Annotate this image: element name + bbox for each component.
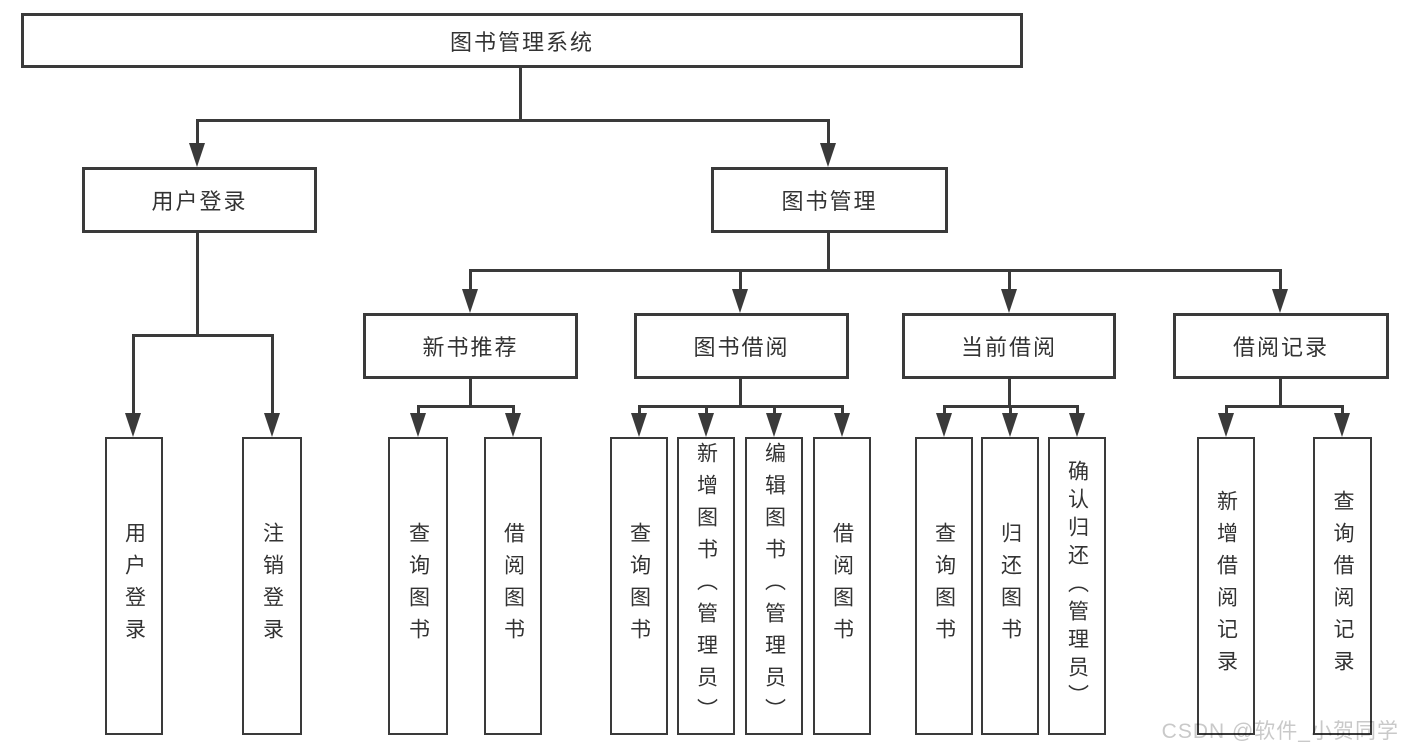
connector-current-drop-2 xyxy=(1009,405,1012,414)
node-leaf-query-borrow-record-label: 查询借阅记录 xyxy=(1331,490,1354,682)
arrow-down-icon xyxy=(1069,413,1085,437)
arrow-down-icon xyxy=(820,143,836,167)
node-leaf-user-login: 用户登录 xyxy=(105,437,163,735)
arrow-down-icon xyxy=(1001,289,1017,313)
node-leaf-query-books-current-label: 查询图书 xyxy=(932,522,956,650)
node-leaf-add-borrow-record: 新增借阅记录 xyxy=(1197,437,1255,735)
arrow-down-icon xyxy=(732,289,748,313)
connector-recommend-drop-1 xyxy=(417,405,420,414)
node-current-borrow-label: 当前借阅 xyxy=(960,335,1057,360)
connector-book-mgmt-drop-1 xyxy=(469,269,472,290)
arrow-down-icon xyxy=(631,413,647,437)
connector-user-login-drop-1 xyxy=(132,334,135,414)
node-leaf-query-borrow-record: 查询借阅记录 xyxy=(1313,437,1372,735)
arrow-down-icon xyxy=(189,143,205,167)
connector-borrow-drop-1 xyxy=(638,405,641,414)
connector-user-login-bar xyxy=(132,334,274,337)
arrow-down-icon xyxy=(505,413,521,437)
connector-borrow-bar xyxy=(638,405,843,408)
connector-book-mgmt-drop-2 xyxy=(739,269,742,290)
connector-recommend-stem xyxy=(469,379,472,408)
arrow-down-icon xyxy=(1002,413,1018,437)
node-leaf-confirm-return-admin: 确认归还（管理员） xyxy=(1048,437,1106,735)
node-book-management-label: 图书管理 xyxy=(781,189,878,214)
node-leaf-add-book-admin: 新增图书（管理员） xyxy=(677,437,735,735)
connector-borrow-drop-4 xyxy=(841,405,844,414)
arrow-down-icon xyxy=(698,413,714,437)
connector-book-mgmt-drop-3 xyxy=(1008,269,1011,290)
node-leaf-borrow-books-recommend: 借阅图书 xyxy=(484,437,542,735)
node-leaf-return-books: 归还图书 xyxy=(981,437,1039,735)
connector-root-drop-left xyxy=(196,119,199,144)
arrow-down-icon xyxy=(1218,413,1234,437)
node-leaf-user-login-label: 用户登录 xyxy=(122,522,146,650)
connector-recommend-bar xyxy=(417,405,515,408)
connector-root-bar xyxy=(196,119,830,122)
node-leaf-query-books-current: 查询图书 xyxy=(915,437,973,735)
node-borrow-records: 借阅记录 xyxy=(1173,313,1389,379)
node-leaf-edit-book-admin-label: 编辑图书（管理员） xyxy=(762,442,786,730)
connector-recommend-drop-2 xyxy=(512,405,515,414)
node-current-borrow: 当前借阅 xyxy=(902,313,1116,379)
connector-records-drop-2 xyxy=(1341,405,1344,414)
connector-user-login-drop-2 xyxy=(271,334,274,414)
node-leaf-confirm-return-admin-label: 确认归还（管理员） xyxy=(1065,460,1089,712)
node-book-borrow-label: 图书借阅 xyxy=(693,335,790,360)
node-leaf-borrow-books: 借阅图书 xyxy=(813,437,871,735)
node-book-management: 图书管理 xyxy=(711,167,948,233)
node-new-book-recommend-label: 新书推荐 xyxy=(422,335,519,360)
node-leaf-return-books-label: 归还图书 xyxy=(998,522,1022,650)
arrow-down-icon xyxy=(264,413,280,437)
arrow-down-icon xyxy=(766,413,782,437)
connector-current-stem xyxy=(1008,379,1011,408)
node-user-login: 用户登录 xyxy=(82,167,317,233)
node-leaf-borrow-books-recommend-label: 借阅图书 xyxy=(501,522,525,650)
connector-current-drop-3 xyxy=(1076,405,1079,414)
connector-root-drop-right xyxy=(827,119,830,144)
arrow-down-icon xyxy=(1334,413,1350,437)
watermark: CSDN @软件_小贺同学 xyxy=(1161,720,1399,743)
node-leaf-logout-label: 注销登录 xyxy=(260,522,284,650)
arrow-down-icon xyxy=(1272,289,1288,313)
connector-borrow-drop-3 xyxy=(773,405,776,414)
node-borrow-records-label: 借阅记录 xyxy=(1232,335,1329,360)
connector-borrow-drop-2 xyxy=(705,405,708,414)
node-leaf-edit-book-admin: 编辑图书（管理员） xyxy=(745,437,803,735)
arrow-down-icon xyxy=(125,413,141,437)
node-leaf-borrow-books-label: 借阅图书 xyxy=(830,522,854,650)
arrow-down-icon xyxy=(462,289,478,313)
arrow-down-icon xyxy=(834,413,850,437)
connector-borrow-stem xyxy=(739,379,742,408)
connector-records-bar xyxy=(1225,405,1344,408)
node-user-login-label: 用户登录 xyxy=(151,189,248,214)
node-leaf-add-borrow-record-label: 新增借阅记录 xyxy=(1214,490,1238,682)
node-book-borrow: 图书借阅 xyxy=(634,313,849,379)
connector-records-drop-1 xyxy=(1225,405,1228,414)
node-leaf-query-books-recommend-label: 查询图书 xyxy=(406,522,430,650)
node-root-label: 图书管理系统 xyxy=(449,29,594,55)
connector-records-stem xyxy=(1279,379,1282,408)
connector-user-login-stem xyxy=(196,232,199,337)
node-leaf-query-books-recommend: 查询图书 xyxy=(388,437,448,735)
connector-book-mgmt-stem xyxy=(827,233,830,272)
node-leaf-query-books-borrow-label: 查询图书 xyxy=(627,522,651,650)
connector-current-drop-1 xyxy=(943,405,946,414)
node-leaf-add-book-admin-label: 新增图书（管理员） xyxy=(694,442,718,730)
arrow-down-icon xyxy=(936,413,952,437)
connector-book-mgmt-drop-4 xyxy=(1279,269,1282,290)
connector-book-mgmt-bar xyxy=(469,269,1282,272)
node-leaf-logout: 注销登录 xyxy=(242,437,302,735)
arrow-down-icon xyxy=(410,413,426,437)
node-new-book-recommend: 新书推荐 xyxy=(363,313,578,379)
node-leaf-query-books-borrow: 查询图书 xyxy=(610,437,668,735)
connector-root-stem xyxy=(519,68,522,120)
node-root: 图书管理系统 xyxy=(21,13,1023,68)
